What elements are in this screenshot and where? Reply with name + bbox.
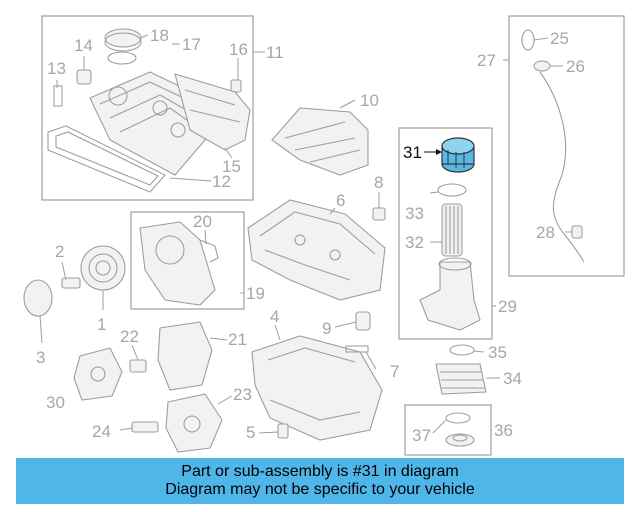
seal-35 [449, 344, 475, 356]
callout-13: 13 [47, 59, 66, 78]
bolt-28 [571, 225, 583, 239]
callout-32: 32 [405, 233, 424, 252]
callout-4: 4 [270, 307, 279, 326]
valve-cover-gasket [47, 125, 166, 193]
callout-18: 18 [150, 26, 169, 45]
gasket-20 [199, 239, 219, 263]
callout-22: 22 [120, 327, 139, 346]
sensor-8 [372, 207, 386, 221]
group-box-19 [130, 211, 245, 310]
callout-21: 21 [228, 330, 247, 349]
callout-16: 16 [229, 40, 248, 59]
callout-17: 17 [182, 35, 201, 54]
callout-10: 10 [360, 91, 379, 110]
callout-11: 11 [266, 43, 284, 62]
bracket-23 [165, 393, 223, 453]
sensor-9 [355, 311, 371, 331]
leader-lines [39, 34, 572, 434]
callout-14: 14 [74, 36, 93, 55]
callout-5: 5 [246, 423, 255, 442]
callout-1: 1 [97, 315, 106, 334]
seal-3 [23, 279, 53, 317]
callout-37: 37 [412, 426, 431, 445]
callout-25: 25 [550, 29, 569, 48]
oil-pan-lower-4 [251, 335, 383, 441]
info-banner: Part or sub-assembly is #31 in diagram D… [16, 458, 624, 504]
filler-cap-seal-17 [107, 51, 137, 65]
seal-37 [445, 412, 471, 424]
dipstick-tube-27 [539, 71, 585, 263]
bolt-22 [129, 359, 147, 373]
callout-3: 3 [36, 348, 45, 367]
pulley-1 [80, 245, 126, 291]
callout-23: 23 [233, 385, 252, 404]
bracket-21 [157, 321, 213, 391]
callout-8: 8 [374, 173, 383, 192]
drain-plug-5 [277, 423, 289, 439]
callout-31: 31 [403, 143, 422, 162]
callout-19: 19 [246, 284, 265, 303]
callout-12: 12 [212, 172, 231, 191]
callout-28: 28 [536, 223, 555, 242]
callout-26: 26 [566, 57, 585, 76]
dipstick-handle-25 [521, 29, 535, 51]
cover-shield-15 [174, 73, 251, 151]
oil-cooler-34 [435, 363, 487, 395]
group-box-11 [41, 15, 254, 201]
grommet-14 [76, 69, 92, 85]
oil-filter-element-32 [441, 203, 463, 257]
leader-31-arrowhead [436, 149, 442, 155]
timing-cover [139, 221, 216, 306]
bolt-2 [61, 277, 81, 289]
oil-pan-upper-6 [247, 199, 386, 301]
callout-34: 34 [503, 369, 522, 388]
bolt-24 [131, 421, 159, 433]
callout-29: 29 [498, 297, 517, 316]
part-36 [445, 433, 475, 447]
group-box-27 [508, 15, 625, 277]
callout-24: 24 [92, 422, 111, 441]
group-box-29 [398, 127, 493, 340]
valve-cover-assembly [89, 71, 206, 176]
callout-30: 30 [46, 393, 65, 412]
callout-9: 9 [322, 319, 331, 338]
bolt-13 [53, 85, 63, 107]
bolt-16 [230, 79, 242, 93]
callout-35: 35 [488, 343, 507, 362]
banner-line-part: Part or sub-assembly is #31 in diagram [181, 463, 459, 480]
bracket-30 [73, 347, 123, 401]
o-ring-26 [533, 60, 551, 72]
callout-6: 6 [336, 191, 345, 210]
callout-33: 33 [405, 204, 424, 223]
oil-filter-cap-31 [441, 137, 475, 173]
callout-20: 20 [193, 212, 212, 231]
seal-7 [345, 345, 369, 353]
filter-housing [419, 257, 481, 331]
callout-36: 36 [494, 421, 513, 440]
banner-line-disclaimer: Diagram may not be specific to your vehi… [165, 481, 475, 498]
oil-filler-cap-18 [104, 28, 142, 52]
callout-2: 2 [55, 242, 64, 261]
callout-7: 7 [390, 362, 399, 381]
callout-15: 15 [222, 157, 241, 176]
callout-27: 27 [477, 51, 496, 70]
intake-manifold-10 [271, 107, 369, 176]
callout-labels: 1 2 3 4 5 6 7 8 9 10 11 12 13 14 15 16 1… [36, 26, 585, 445]
o-ring-33 [437, 183, 467, 197]
